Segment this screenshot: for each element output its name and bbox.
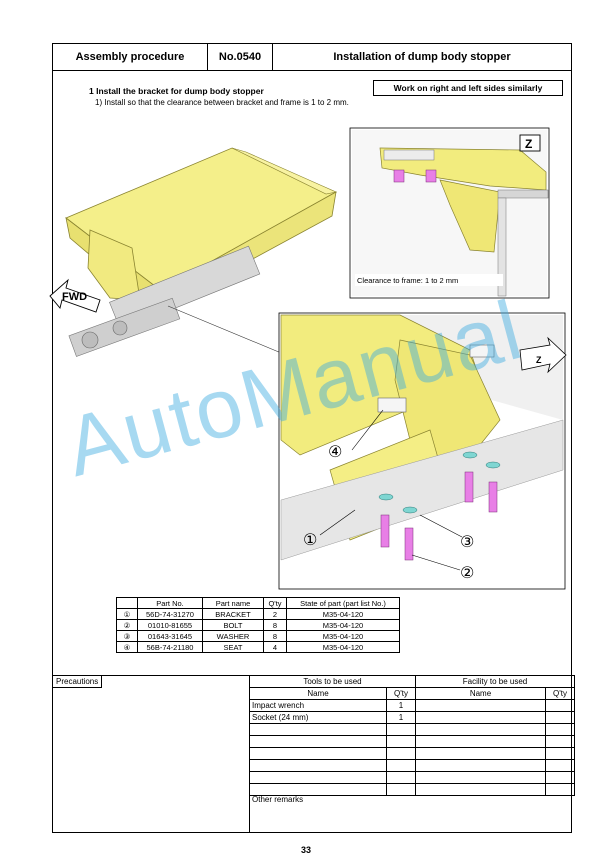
tools-header-row: Name Q'ty Name Q'ty: [249, 687, 575, 700]
cell: 8: [263, 619, 287, 631]
svg-text:Z: Z: [536, 355, 542, 365]
facility-name: [415, 699, 546, 712]
step-instruction: 1) Install so that the clearance between…: [95, 98, 349, 107]
step-title: 1 Install the bracket for dump body stop…: [89, 86, 264, 96]
page-title: Installation of dump body stopper: [333, 51, 511, 63]
cell: SEAT: [202, 641, 264, 653]
cell: 4: [263, 641, 287, 653]
parts-header-row: Part No. Part name Q'ty State of part (p…: [116, 597, 400, 609]
parts-col-index: [116, 597, 138, 609]
fwd-arrow: [49, 278, 101, 313]
facility-name-header: Name: [415, 687, 546, 700]
table-row: Impact wrench 1: [249, 699, 575, 712]
parts-col-qty: Q'ty: [263, 597, 287, 609]
tool-name: Socket (24 mm): [249, 711, 387, 724]
cell: 8: [263, 630, 287, 642]
facility-qty: [545, 711, 575, 724]
table-row: ③ 01643-31645 WASHER 8 M35-04-120: [116, 630, 400, 642]
table-row: [249, 759, 575, 772]
cell: M35-04-120: [286, 619, 400, 631]
cell: 01643-31645: [137, 630, 203, 642]
cell: ①: [116, 608, 138, 620]
view-z-label: Z: [525, 137, 532, 151]
precautions-label: Precautions: [52, 675, 103, 688]
table-row: [249, 723, 575, 736]
fwd-label: FWD: [62, 291, 87, 303]
cell: BRACKET: [202, 608, 264, 620]
callout-4: ④: [328, 442, 342, 461]
detail-view-main: Z: [278, 312, 567, 590]
tool-qty: 1: [386, 711, 416, 724]
cell: ②: [116, 619, 138, 631]
detail-view-z: [349, 127, 550, 299]
callout-2: ②: [460, 563, 474, 582]
facility-title: Facility to be used: [415, 675, 575, 688]
procedure-label: Assembly procedure: [53, 44, 208, 70]
cell: ④: [116, 641, 138, 653]
table-row: [249, 735, 575, 748]
header-row: Assembly procedure No.0540 Installation …: [53, 44, 571, 71]
cell: M35-04-120: [286, 630, 400, 642]
tools-facility-table: Tools to be used Facility to be used Nam…: [249, 675, 575, 796]
procedure-number: No.0540: [208, 44, 273, 70]
parts-table: Part No. Part name Q'ty State of part (p…: [116, 597, 400, 653]
tool-name: Impact wrench: [249, 699, 387, 712]
table-row: ② 01010-81655 BOLT 8 M35-04-120: [116, 619, 400, 631]
tool-qty: 1: [386, 699, 416, 712]
table-row: [249, 783, 575, 796]
table-row: Socket (24 mm) 1: [249, 711, 575, 724]
note-box: Work on right and left sides similarly: [373, 80, 563, 96]
dump-body-overview: [65, 147, 337, 361]
tools-qty-header: Q'ty: [386, 687, 416, 700]
parts-col-partno: Part No.: [137, 597, 203, 609]
parts-col-state: State of part (part list No.): [286, 597, 400, 609]
cell: 2: [263, 608, 287, 620]
facility-qty: [545, 699, 575, 712]
callout-1: ①: [303, 530, 317, 549]
cell: M35-04-120: [286, 608, 400, 620]
cell: M35-04-120: [286, 641, 400, 653]
cell: 01010-81655: [137, 619, 203, 631]
cell: 56D-74-31270: [137, 608, 203, 620]
cell: WASHER: [202, 630, 264, 642]
cell: 56B-74-21180: [137, 641, 203, 653]
parts-col-name: Part name: [202, 597, 264, 609]
facility-qty-header: Q'ty: [545, 687, 575, 700]
tools-name-header: Name: [249, 687, 387, 700]
table-row: [249, 747, 575, 760]
clearance-label: Clearance to frame: 1 to 2 mm: [357, 276, 458, 285]
table-row: ④ 56B-74-21180 SEAT 4 M35-04-120: [116, 641, 400, 653]
other-remarks: Other remarks: [249, 794, 572, 833]
cell: ③: [116, 630, 138, 642]
tools-title-row: Tools to be used Facility to be used: [249, 675, 575, 688]
page-number: 33: [300, 845, 311, 855]
cell: BOLT: [202, 619, 264, 631]
facility-name: [415, 711, 546, 724]
tools-title: Tools to be used: [249, 675, 416, 688]
callout-3: ③: [460, 532, 474, 551]
table-row: [249, 771, 575, 784]
table-row: ① 56D-74-31270 BRACKET 2 M35-04-120: [116, 608, 400, 620]
